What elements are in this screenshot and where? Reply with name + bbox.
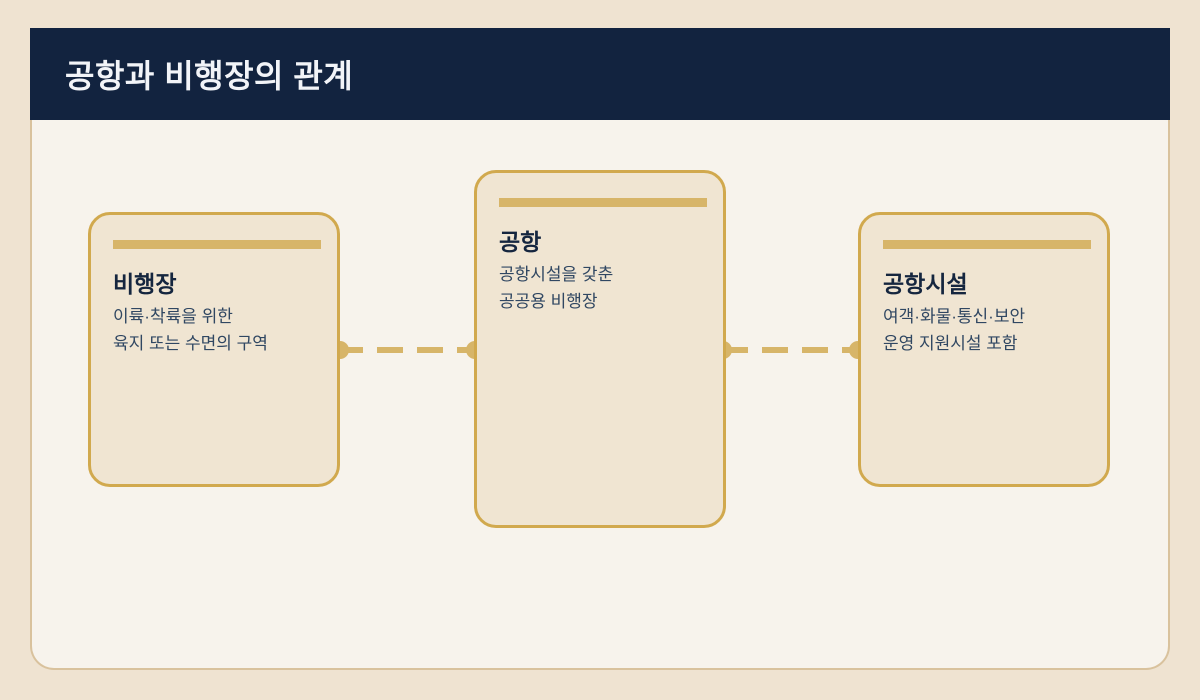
card-accent-bar (499, 198, 707, 207)
card-airfield: 비행장 이륙·착륙을 위한 육지 또는 수면의 구역 (88, 212, 340, 487)
page-title: 공항과 비행장의 관계 (65, 58, 354, 94)
card-airport: 공항 공항시설을 갖춘 공공용 비행장 (474, 170, 726, 528)
card-airport-body: 공항시설을 갖춘 공공용 비행장 (499, 265, 614, 311)
card-airport-facility: 공항시설 여객·화물·통신·보안 운영 지원시설 포함 (858, 212, 1110, 487)
card-airfield-heading: 비행장 (113, 271, 177, 297)
card-accent-bar (883, 240, 1091, 249)
card-airport-facility-body: 여객·화물·통신·보안 운영 지원시설 포함 (883, 307, 1026, 353)
card-airfield-body: 이륙·착륙을 위한 육지 또는 수면의 구역 (113, 307, 268, 353)
slide-header: 공항과 비행장의 관계 (30, 28, 1170, 120)
card-airport-heading: 공항 (499, 229, 542, 255)
card-airport-facility-heading: 공항시설 (883, 271, 968, 297)
card-accent-bar (113, 240, 321, 249)
